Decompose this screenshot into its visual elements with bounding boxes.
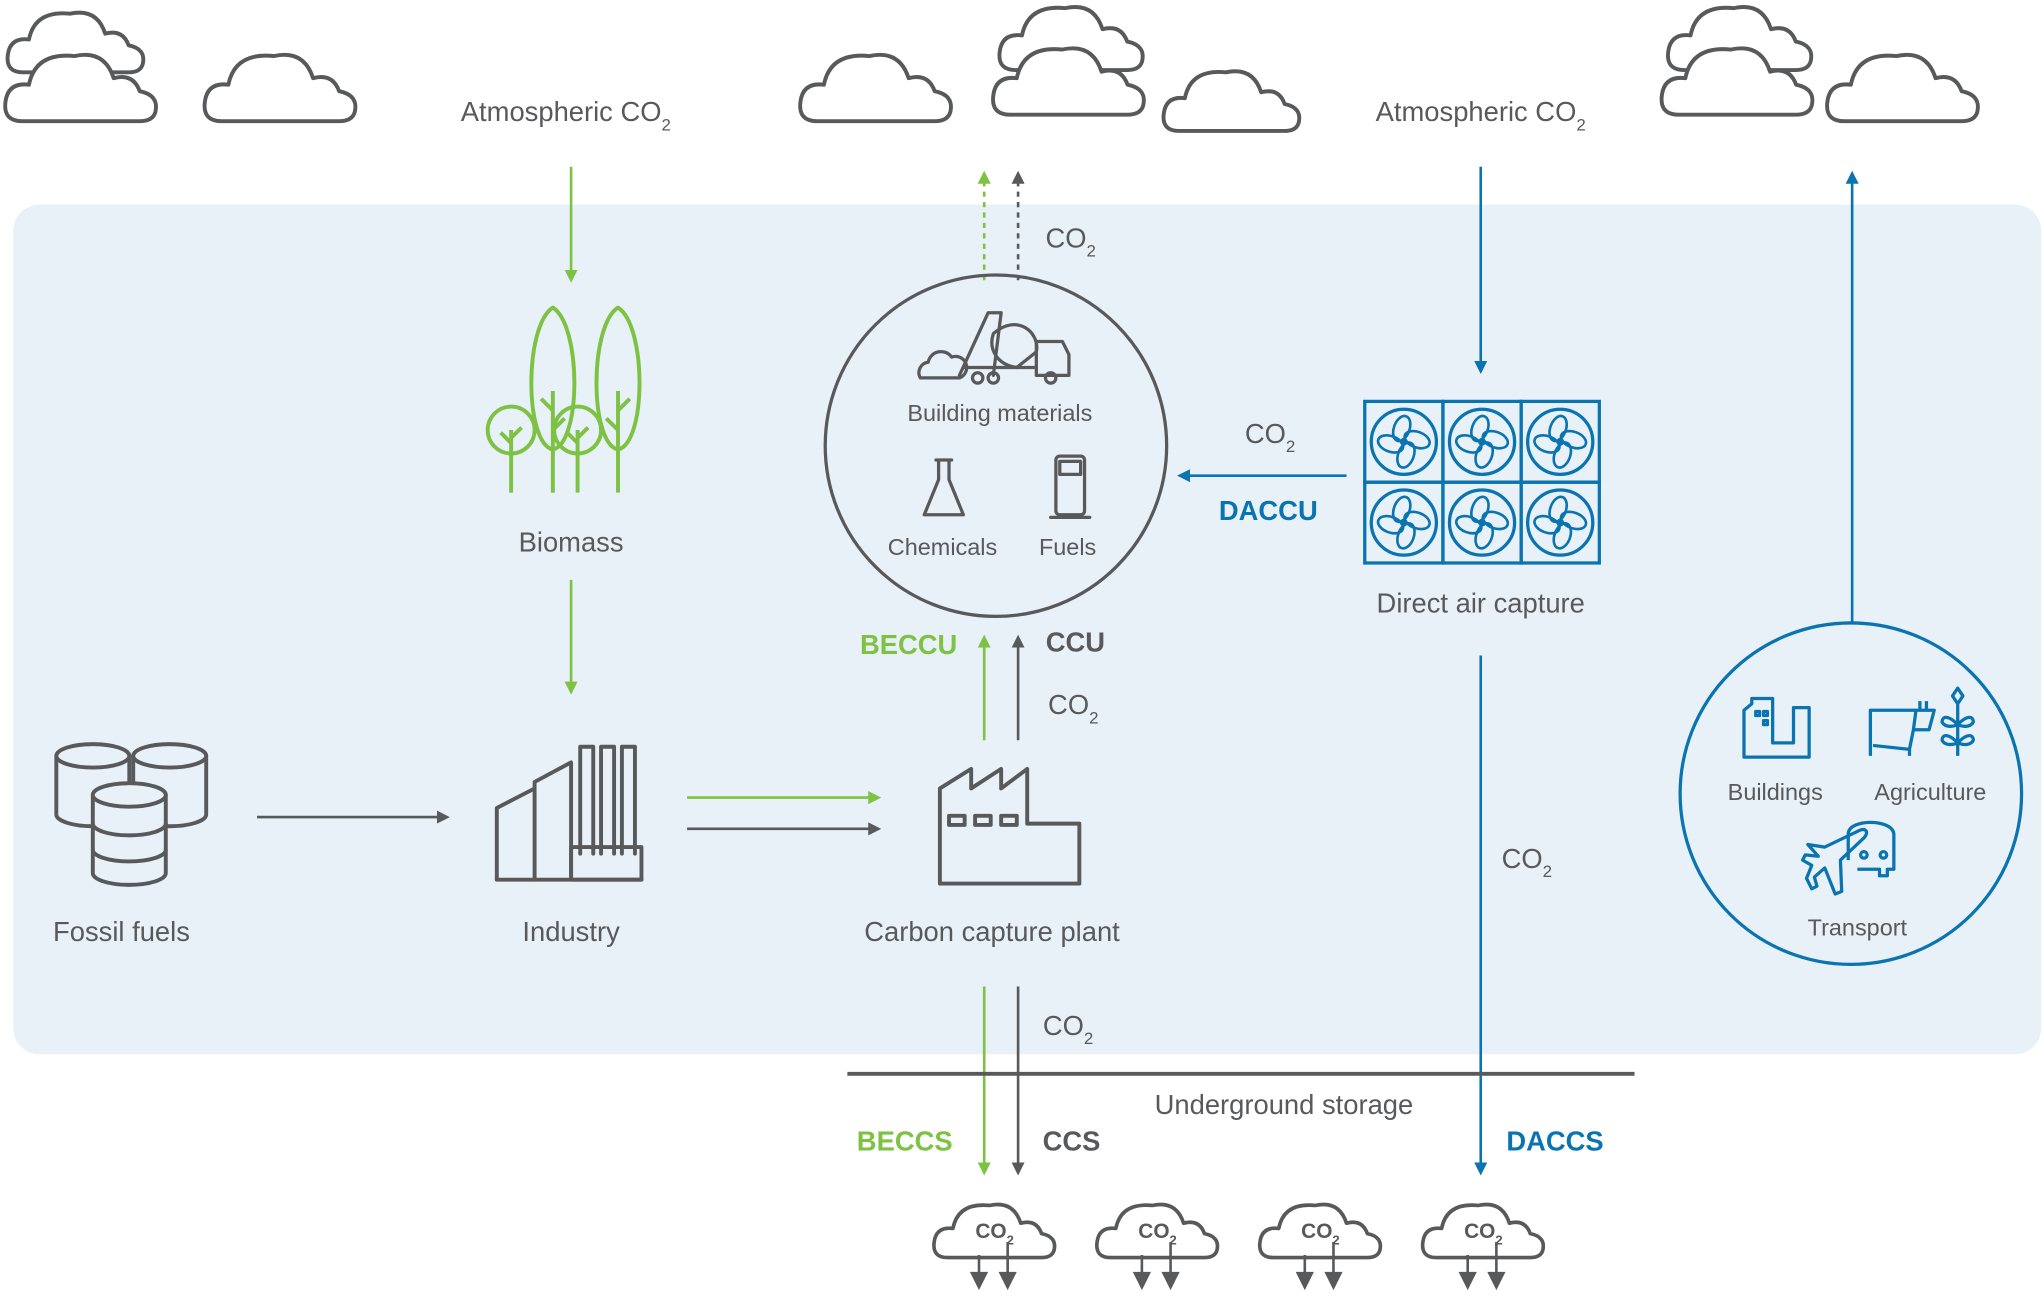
- direct-air-capture-label: Direct air capture: [1377, 588, 1585, 619]
- down-arrow-head: [1132, 1271, 1152, 1291]
- agriculture-label: Agriculture: [1874, 779, 1986, 805]
- chemicals-label: Chemicals: [888, 534, 997, 560]
- cloud-icon: [1659, 46, 1815, 117]
- system-panel: [13, 204, 2042, 1055]
- stored-co2-label: CO2: [1464, 1220, 1503, 1248]
- fuels-label: Fuels: [1039, 534, 1096, 560]
- co2-label-storage: CO2: [1043, 1010, 1093, 1048]
- down-arrow-head: [1161, 1271, 1180, 1291]
- stored-co2-label: CO2: [1301, 1220, 1340, 1248]
- cloud-icon: [5, 10, 146, 75]
- cloud-icon: [991, 46, 1146, 117]
- daccu-label: DACCU: [1219, 495, 1318, 526]
- down-arrow-head: [1458, 1271, 1477, 1291]
- stored-co2-clouds: CO2 CO2 CO2 CO2: [932, 1202, 1546, 1291]
- flask-icon: [922, 458, 965, 517]
- ccu-label: CCU: [1046, 627, 1105, 658]
- atmospheric-co2-left: Atmospheric CO2: [461, 96, 671, 134]
- daccs-label: DACCS: [1506, 1126, 1603, 1157]
- transport-label: Transport: [1808, 915, 1908, 941]
- ccs-label: CCS: [1043, 1126, 1101, 1157]
- factory-icon: [937, 766, 1082, 886]
- airplane-icon: [1800, 827, 1869, 896]
- stored-co2-label: CO2: [1138, 1220, 1177, 1248]
- down-arrow-head: [1295, 1271, 1314, 1291]
- cement-truck-icon: [917, 311, 1071, 385]
- bus-icon: [1846, 820, 1896, 878]
- cloud-icon: [798, 53, 953, 124]
- cloud-icon: [1161, 69, 1302, 133]
- building-materials-label: Building materials: [907, 400, 1092, 426]
- stored-co2-cloud-icon: CO2: [932, 1202, 1057, 1291]
- carbon-capture-plant-label: Carbon capture plant: [864, 916, 1120, 947]
- flow-arrows: [257, 166, 1859, 1176]
- buildings-icon: [1742, 696, 1811, 759]
- co2-label-daccs: CO2: [1502, 843, 1552, 881]
- stored-co2-cloud-icon: CO2: [1095, 1202, 1220, 1291]
- co2-label-use-release: CO2: [1045, 223, 1095, 261]
- down-arrow-head: [969, 1271, 989, 1291]
- wheat-icon: [1940, 686, 1975, 756]
- atmospheric-co2-right: Atmospheric CO2: [1376, 96, 1586, 134]
- down-arrow-head: [1487, 1271, 1506, 1291]
- utilisation-circle: [823, 273, 1169, 619]
- direct-air-capture-fans: [1363, 399, 1601, 565]
- fan-icon: [1441, 480, 1523, 565]
- co2-label-daccu: CO2: [1245, 418, 1295, 456]
- stored-co2-cloud-icon: CO2: [1257, 1202, 1383, 1291]
- barrels-icon: [54, 742, 209, 887]
- biomass-label: Biomass: [519, 526, 624, 557]
- stored-co2-label: CO2: [975, 1220, 1014, 1248]
- fossil-fuels-label: Fossil fuels: [53, 916, 190, 947]
- atmosphere-clouds: [3, 5, 1980, 133]
- stored-co2-cloud-icon: CO2: [1420, 1202, 1546, 1291]
- industry-icon: [494, 744, 644, 882]
- emitting-sectors-circle: [1678, 621, 2024, 967]
- down-arrow-head: [1324, 1271, 1343, 1291]
- down-arrow-head: [998, 1271, 1017, 1291]
- buildings-label: Buildings: [1728, 779, 1823, 805]
- cloud-icon: [202, 53, 358, 124]
- cloud-icon: [3, 53, 158, 124]
- industry-label: Industry: [522, 916, 620, 947]
- underground-storage-label: Underground storage: [1155, 1089, 1414, 1120]
- co2-label-plant-to-use: CO2: [1048, 689, 1098, 727]
- cloud-icon: [1825, 53, 1980, 124]
- beccs-label: BECCS: [857, 1126, 953, 1157]
- fan-icon: [1363, 480, 1445, 565]
- fan-icon: [1519, 480, 1601, 565]
- trees-icon: [485, 305, 642, 493]
- beccu-label: BECCU: [860, 629, 957, 660]
- fuel-pump-icon: [1049, 454, 1092, 520]
- cow-icon: [1868, 701, 1936, 756]
